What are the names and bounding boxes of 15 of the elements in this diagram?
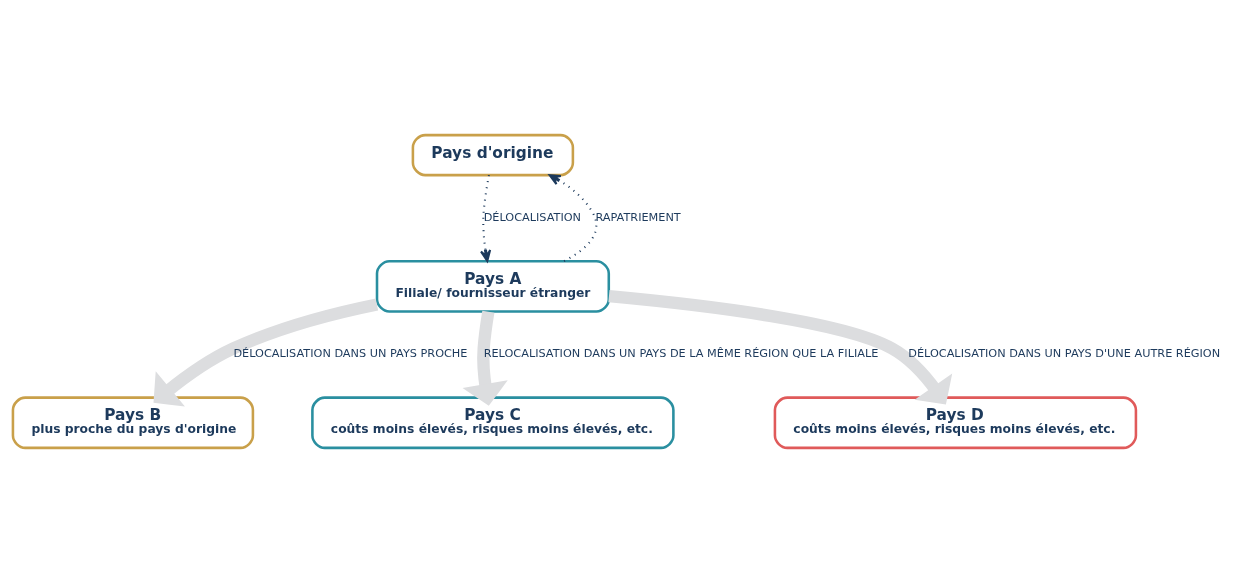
edge-label: DÉLOCALISATION — [483, 210, 582, 224]
node-box: Pays D coûts moins élevés, risques moins élevés, etc. — [773, 395, 1138, 449]
arrow — [153, 297, 379, 406]
arrow — [480, 174, 492, 262]
node-box: Pays B plus proche du pays d'origine — [11, 395, 255, 449]
node-box: Pays C coûts moins élevés, risques moins élevés, etc. — [311, 395, 675, 449]
edge-label: DÉLOCALISATION DANS UN PAYS PROCHE — [233, 346, 468, 360]
edge-label: DÉLOCALISATION DANS UN PAYS D'UNE AUTRE RÉGION — [908, 346, 1221, 360]
node-box: Pays d'origine — [411, 133, 575, 176]
arrow — [462, 310, 508, 406]
arrow — [608, 289, 953, 405]
node-box: Pays A Filiale/ fournisseur étranger — [375, 259, 611, 313]
edge-label: RELOCALISATION DANS UN PAYS DE LA MÊME RÉGION QUE LA FILIALE — [483, 346, 879, 360]
edge-label: RAPATRIEMENT — [595, 210, 681, 224]
arrow — [548, 173, 598, 262]
